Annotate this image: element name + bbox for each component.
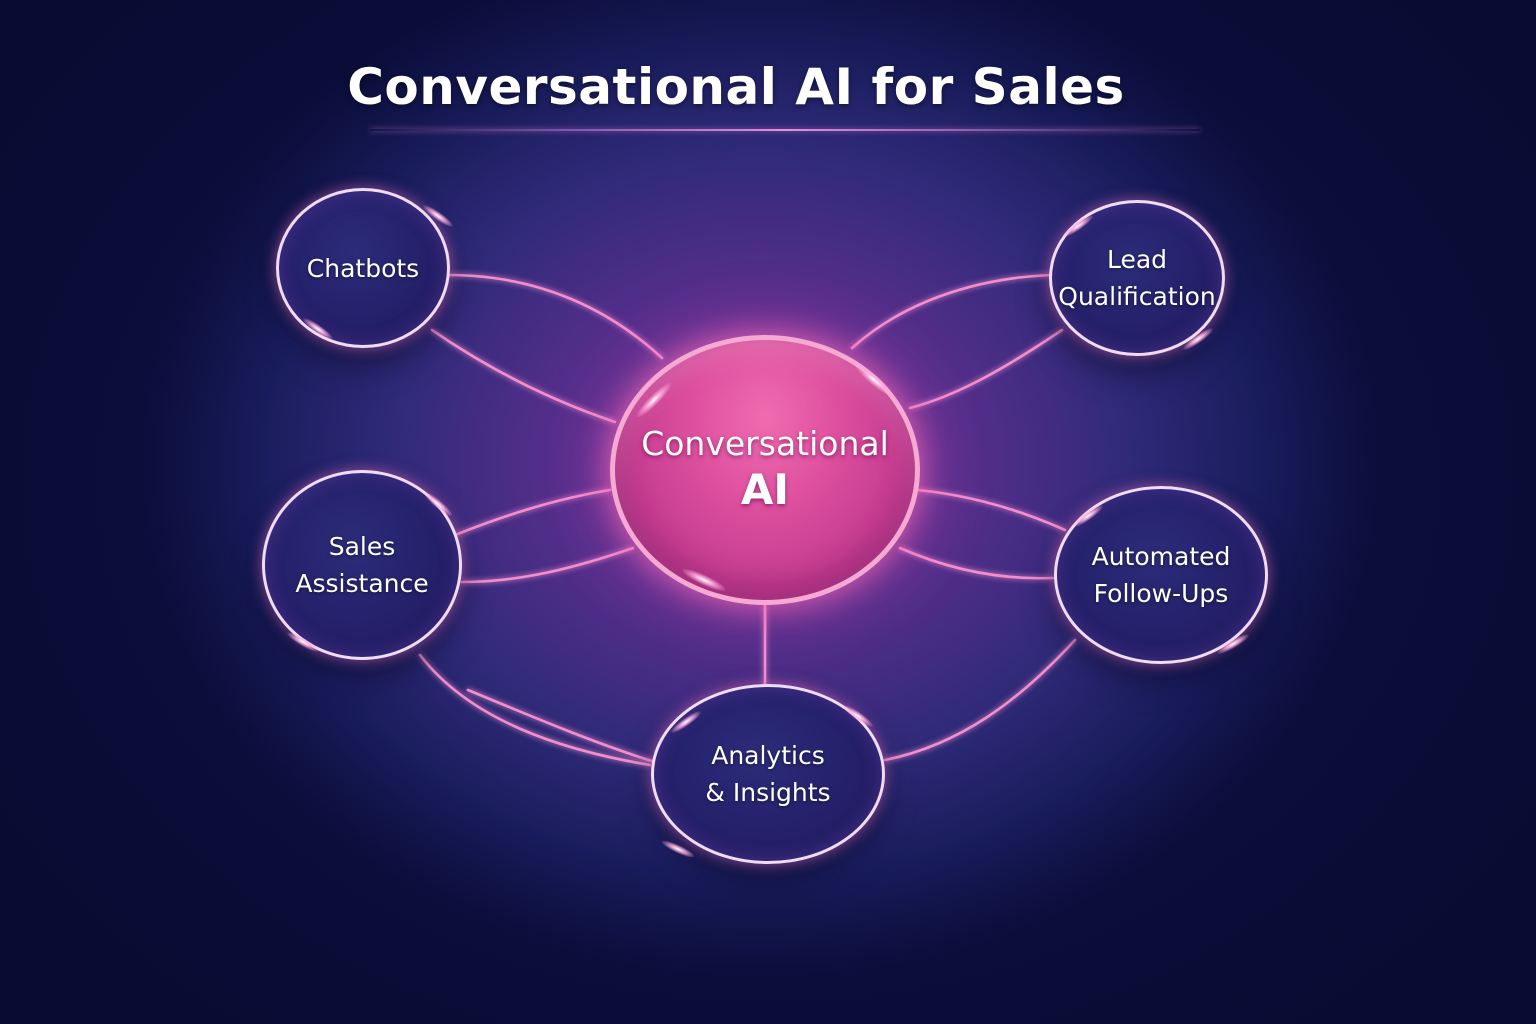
connector-followups-lower [898, 546, 1055, 580]
connector-followups-analytics [883, 638, 1077, 762]
page-title: Conversational AI for Sales [347, 58, 1125, 116]
connector-lead-upper [850, 273, 1054, 350]
node-label: Sales Assistance [295, 532, 429, 598]
node-lead-qualification: Lead Qualification [1049, 200, 1225, 356]
connector-lead-lower [908, 328, 1064, 410]
connector-chatbots-lower [430, 328, 617, 424]
title-divider [370, 129, 1200, 131]
connector-sales-analytics-outer [418, 653, 652, 767]
connector-sales-lower [460, 546, 635, 584]
node-automated-follow-ups: Automated Follow-Ups [1054, 486, 1268, 664]
center-label-line1: Conversational [641, 424, 889, 463]
center-node-conversational-ai: Conversational AI [610, 335, 920, 605]
connector-followups-upper [915, 488, 1067, 532]
connector-chatbots-upper [446, 273, 664, 360]
node-label: Analytics & Insights [705, 741, 831, 807]
connector-sales-upper [453, 488, 612, 537]
node-sales-assistance: Sales Assistance [262, 470, 462, 660]
node-analytics-insights: Analytics & Insights [651, 684, 885, 864]
node-label: Automated Follow-Ups [1091, 542, 1231, 608]
node-label: Chatbots [306, 253, 420, 283]
node-label: Lead Qualification [1058, 245, 1216, 311]
center-label-line2: AI [740, 465, 790, 514]
connector-sales-analytics-inner [466, 688, 657, 764]
node-chatbots: Chatbots [276, 188, 450, 348]
